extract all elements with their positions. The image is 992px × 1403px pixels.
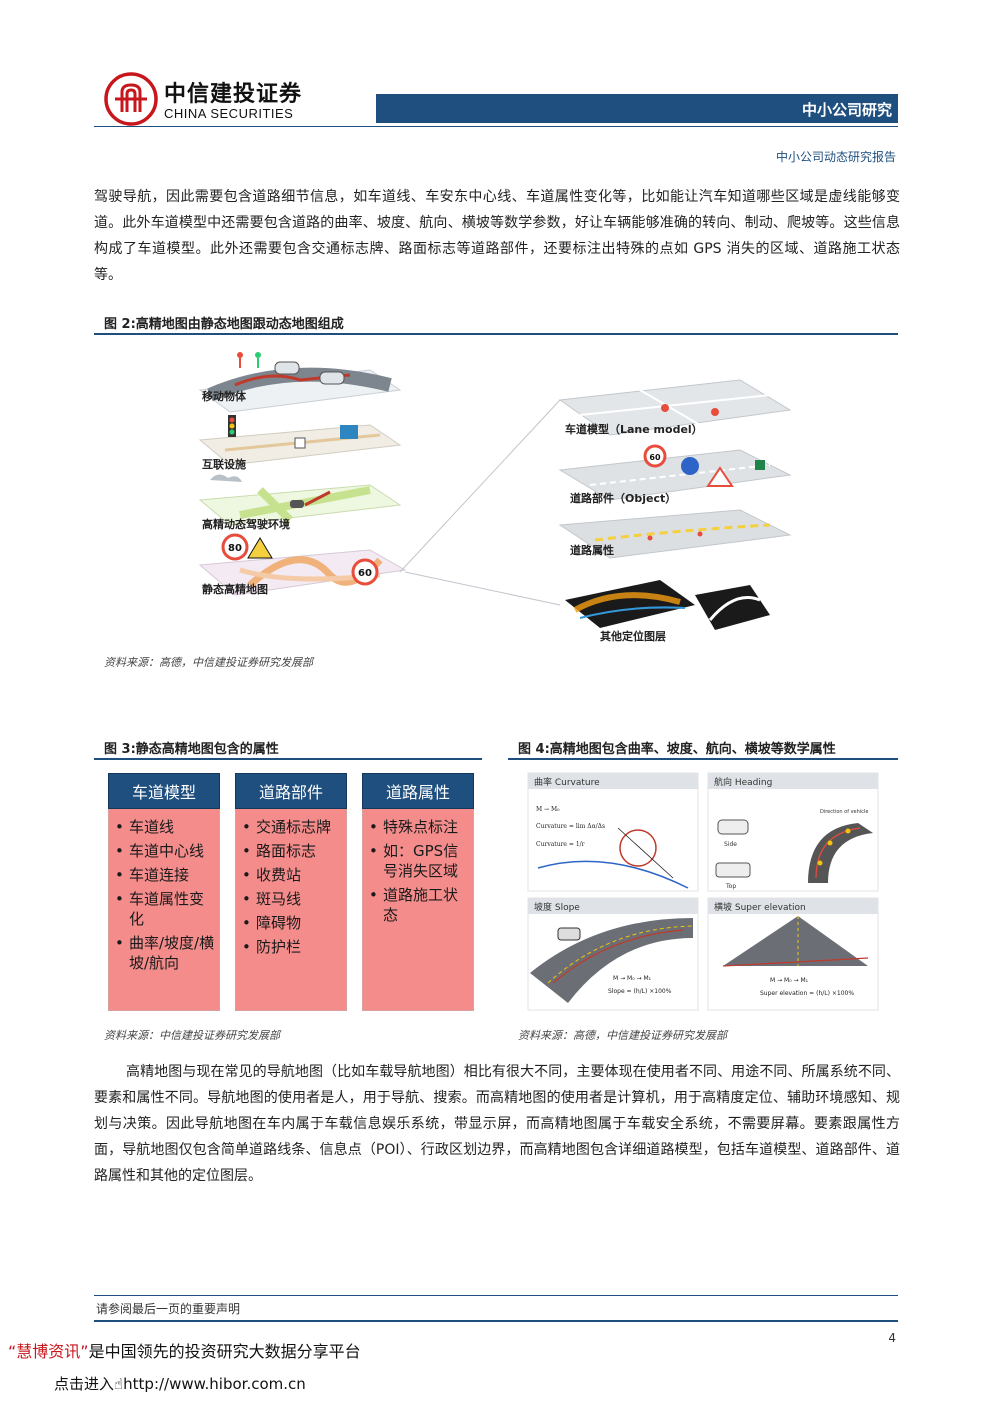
attribute-column-road-attributes: 道路属性 特殊点标注 如：GPS信号消失区域 道路施工状态: [362, 773, 474, 1011]
attribute-column-lane-model: 车道模型 车道线 车道中心线 车道连接 车道属性变化 曲率/坡度/横坡/航向: [108, 773, 220, 1011]
section-title: 中小公司研究: [801, 101, 892, 119]
list-item: 如：GPS信号消失区域: [369, 841, 469, 881]
right-layer-label-2: 道路部件（Object）: [570, 491, 676, 505]
footer-rule-top: [94, 1295, 898, 1296]
panel-heading: 航向 Heading Side Top Direction of vehicle: [707, 772, 879, 892]
promo-url-link[interactable]: http://www.hibor.com.cn: [123, 1375, 306, 1393]
hibor-promo-line: “慧博资讯”是中国领先的投资研究大数据分享平台: [8, 1338, 361, 1362]
column-header: 道路属性: [362, 773, 474, 809]
disclaimer-note: 请参阅最后一页的重要声明: [96, 1302, 241, 1316]
figure-3-source: 资料来源：中信建投证券研究发展部: [104, 1029, 280, 1042]
panel-curvature-label: 曲率 Curvature: [534, 776, 600, 788]
figure-4-rule: [508, 758, 898, 760]
slope-formula-2: Slope = (h/L) ×100%: [608, 988, 672, 995]
super-formula-2: Super elevation = (h/L) ×100%: [760, 990, 854, 997]
left-layer-label-2: 互联设施: [202, 457, 246, 471]
list-item: 障碍物: [242, 913, 342, 933]
panel-slope: 坡度 Slope M → M₀ → M₁ Slope = (h/L) ×100%: [527, 897, 699, 1011]
column-header: 车道模型: [108, 773, 220, 809]
attribute-column-road-objects: 道路部件 交通标志牌 路面标志 收费站 斑马线 障碍物 防护栏: [235, 773, 347, 1011]
left-layer-label-1: 移动物体: [202, 389, 247, 403]
body-paragraph-1: 驾驶导航，因此需要包含道路细节信息，如车道线、车安东中心线、车道属性变化等，比如…: [94, 189, 900, 283]
list-item: 特殊点标注: [369, 817, 469, 837]
right-layer-road-attributes: 道路属性: [558, 509, 792, 559]
list-item: 路面标志: [242, 841, 342, 861]
promo-brand: “慧博资讯”: [8, 1342, 89, 1361]
left-layer-static-hd-map: 80 60 静态高精地图: [198, 533, 407, 596]
column-header: 道路部件: [235, 773, 347, 809]
china-securities-logo-icon: [104, 72, 158, 126]
figure-2-title: 图 2:高精地图由静态地图跟动态地图组成: [104, 317, 344, 332]
logo-chinese-name: 中信建投证券: [164, 82, 303, 107]
curvature-formula-1: M → M₀: [536, 806, 560, 813]
left-layer-connected-facilities: 互联设施: [198, 415, 402, 471]
panel-slope-label: 坡度 Slope: [534, 901, 580, 913]
report-type: 中小公司动态研究报告: [775, 150, 896, 164]
right-layer-other-localization: 其他定位图层: [565, 580, 770, 643]
company-logo: 中信建投证券 CHINA SECURITIES: [104, 70, 314, 130]
list-item: 斑马线: [242, 889, 342, 909]
super-formula-1: M → M₀ → M₁: [770, 977, 809, 984]
list-item: 道路施工状态: [369, 885, 469, 925]
list-item: 交通标志牌: [242, 817, 342, 837]
figure-2-hd-map-layers: 移动物体 互联设施 高精动态驾驶环境 80 60 静态高精地图 车: [198, 352, 792, 643]
footer-rule-bottom: [94, 1320, 898, 1322]
list-item: 车道连接: [115, 865, 215, 885]
left-layer-dynamic-environment: 高精动态驾驶环境: [198, 474, 402, 531]
right-layer-road-objects: 60 道路部件（Object）: [558, 444, 792, 505]
right-layer-label-4: 其他定位图层: [600, 629, 666, 643]
panel-super-label: 横坡 Super elevation: [714, 901, 806, 913]
hibor-link-line[interactable]: 点击进入☝http://www.hibor.com.cn: [54, 1373, 306, 1394]
figure-3-title: 图 3:静态高精地图包含的属性: [104, 742, 279, 757]
panel-curvature: 曲率 Curvature M → M₀ Curvature = lim Δα/Δ…: [527, 772, 699, 892]
body-paragraph-2: 高精地图与现在常见的导航地图（比如车载导航地图）相比有很大不同，主要体现在使用者…: [94, 1064, 900, 1184]
figure-4-source: 资料来源：高德，中信建投证券研究发展部: [518, 1029, 727, 1042]
list-item: 防护栏: [242, 937, 342, 957]
right-layer-lane-model: 车道模型（Lane model）: [558, 379, 792, 436]
list-item: 曲率/坡度/横坡/航向: [115, 933, 215, 973]
panel-heading-label: 航向 Heading: [714, 776, 772, 788]
page-number: 4: [888, 1331, 896, 1345]
list-item: 车道中心线: [115, 841, 215, 861]
heading-top-label: Top: [725, 883, 736, 890]
figure-4-math-attributes: 曲率 Curvature M → M₀ Curvature = lim Δα/Δ…: [527, 772, 879, 1011]
list-item: 收费站: [242, 865, 342, 885]
heading-side-label: Side: [724, 841, 737, 848]
speed-sign-60-right: 60: [649, 453, 661, 462]
list-item: 车道属性变化: [115, 889, 215, 929]
panel-super-elevation: 横坡 Super elevation M → M₀ → M₁ Super ele…: [707, 897, 879, 1011]
left-layer-label-3: 高精动态驾驶环境: [202, 517, 290, 531]
curvature-formula-3: Curvature = 1/r: [536, 841, 585, 848]
hand-pointer-icon: ☝: [114, 1375, 124, 1393]
figure-3-rule: [94, 758, 482, 760]
promo-text: 是中国领先的投资研究大数据分享平台: [88, 1342, 361, 1361]
logo-english-name: CHINA SECURITIES: [164, 106, 294, 121]
section-banner: 中小公司研究: [376, 94, 898, 123]
figure-4-title: 图 4:高精地图包含曲率、坡度、航向、横坡等数学属性: [518, 742, 836, 757]
header-divider: [94, 126, 898, 127]
right-layer-label-3: 道路属性: [570, 543, 614, 557]
left-layer-moving-objects: 移动物体: [198, 352, 402, 413]
figure-2-rule: [94, 333, 898, 335]
heading-direction-label: Direction of vehicle: [820, 809, 868, 815]
list-item: 车道线: [115, 817, 215, 837]
curvature-formula-2: Curvature = lim Δα/Δs: [536, 823, 605, 830]
speed-sign-80: 80: [228, 543, 242, 554]
slope-formula-1: M → M₀ → M₁: [613, 975, 652, 982]
left-layer-label-4: 静态高精地图: [202, 582, 268, 596]
right-layer-label-1: 车道模型（Lane model）: [565, 422, 703, 436]
figure-3-attribute-table: 车道模型 车道线 车道中心线 车道连接 车道属性变化 曲率/坡度/横坡/航向 道…: [108, 773, 474, 1011]
promo-click-label: 点击进入: [54, 1375, 115, 1393]
speed-sign-60-left: 60: [358, 568, 372, 579]
figure-2-source: 资料来源：高德，中信建投证券研究发展部: [104, 656, 313, 669]
